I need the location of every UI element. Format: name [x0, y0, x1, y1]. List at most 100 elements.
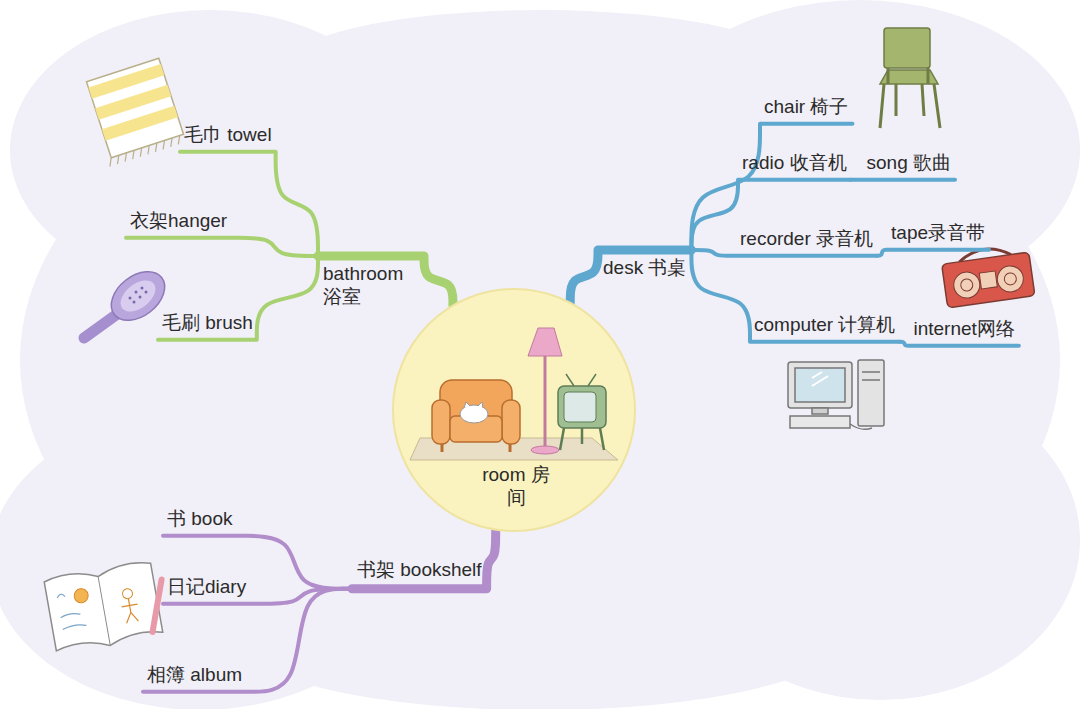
leaf-node: 衣架hanger	[126, 206, 231, 238]
branch-node: desk 书桌	[598, 250, 691, 287]
node-label: tape录音带	[887, 218, 989, 250]
room-picture	[502, 400, 520, 444]
node-label: 相簿 album	[143, 660, 246, 692]
chair-picture	[884, 28, 930, 68]
central-circle: room 房间	[392, 288, 636, 532]
leaf-node: 毛刷 brush	[158, 308, 257, 340]
computer-picture	[812, 408, 828, 414]
circle-fill	[393, 289, 635, 531]
room-picture	[558, 386, 606, 428]
tape-recorder-picture	[979, 271, 997, 289]
brush-picture	[139, 296, 142, 299]
towel-picture	[102, 106, 178, 141]
leaf-node: 日记diary	[163, 572, 250, 604]
leaf-node: tape录音带	[887, 218, 989, 250]
room-picture	[564, 392, 596, 422]
node-label: internet网络	[909, 314, 1018, 346]
diary-picture	[44, 560, 164, 655]
node-label: 毛巾 towel	[180, 120, 276, 152]
room-picture	[528, 328, 562, 356]
brush-picture	[145, 291, 148, 294]
node-label: 书 book	[163, 504, 236, 536]
cloud-background	[280, 10, 800, 130]
leaf-node: 毛巾 towel	[180, 120, 276, 152]
node-label: 书架 bookshelf	[352, 552, 487, 589]
room-picture	[566, 374, 596, 386]
room-picture	[442, 444, 510, 452]
brush-picture	[129, 287, 148, 304]
branch-node: bathroom 浴室	[318, 256, 424, 316]
tape-recorder-picture	[940, 243, 1035, 308]
diary-picture	[122, 588, 134, 600]
computer-picture	[850, 424, 872, 429]
computer-picture	[862, 372, 880, 380]
leaf-node: chair 椅子	[760, 92, 852, 124]
node-label: computer 计算机	[750, 310, 899, 342]
computer-picture	[788, 362, 852, 408]
leaf-node: song 歌曲	[863, 148, 955, 180]
towel-picture	[83, 58, 186, 166]
room-picture	[464, 402, 483, 408]
brush-picture	[129, 297, 132, 300]
diary-picture	[98, 577, 110, 646]
tape-recorder-picture	[960, 278, 974, 292]
brush-picture	[135, 291, 138, 294]
diary-picture	[121, 597, 141, 623]
branch-line	[143, 589, 352, 692]
leaf-node: 书 book	[163, 504, 236, 536]
towel-picture	[107, 136, 182, 167]
leaf-node: recorder 录音机	[736, 224, 877, 256]
computer-picture	[788, 360, 884, 429]
leaf-node: 相簿 album	[143, 660, 246, 692]
chair-picture	[880, 28, 940, 128]
diary-picture	[44, 559, 172, 655]
branch-line	[899, 342, 1018, 346]
computer-picture	[790, 416, 850, 428]
leaf-node: computer 计算机	[750, 310, 899, 342]
node-label: 衣架hanger	[126, 206, 231, 238]
diary-picture	[73, 588, 89, 604]
branch-node: 书架 bookshelf	[352, 552, 487, 589]
branch-line	[691, 250, 899, 342]
node-label: desk 书桌	[598, 250, 691, 287]
brush-picture	[141, 287, 144, 290]
branch-line	[851, 178, 955, 182]
computer-picture	[795, 368, 845, 402]
branch-line	[180, 152, 318, 256]
node-label: 日记diary	[163, 572, 250, 604]
tape-recorder-picture	[996, 264, 1025, 293]
branch-line	[158, 256, 318, 340]
towel-picture	[86, 58, 183, 158]
leaf-node: radio 收音机	[738, 148, 851, 180]
node-label: room 房间	[478, 462, 554, 512]
computer-picture	[812, 372, 828, 386]
branch-line	[691, 250, 877, 256]
brush-picture	[133, 301, 136, 304]
room-picture	[544, 356, 547, 448]
computer-picture	[858, 360, 884, 426]
branch-line	[126, 238, 318, 256]
tape-recorder-picture	[952, 270, 981, 299]
node-label: bathroom 浴室	[318, 256, 424, 316]
node-label: radio 收音机	[738, 148, 851, 180]
room-picture	[531, 446, 559, 454]
branch-line	[570, 250, 691, 303]
node-label: chair 椅子	[760, 92, 852, 124]
branch-line	[352, 530, 496, 589]
node-label: 毛刷 brush	[158, 308, 257, 340]
diary-picture	[57, 591, 87, 630]
chair-picture	[880, 68, 940, 128]
tape-recorder-picture	[942, 252, 1035, 308]
tape-recorder-picture	[1004, 272, 1018, 286]
room-picture	[560, 428, 604, 450]
node-label: song 歌曲	[863, 148, 955, 180]
brush-picture	[84, 262, 174, 338]
room-picture	[432, 400, 450, 444]
brush-picture	[115, 274, 161, 318]
leaf-node: internet网络	[909, 314, 1018, 346]
node-label: recorder 录音机	[736, 224, 877, 256]
branch-line	[877, 250, 989, 256]
room-picture	[410, 328, 618, 460]
